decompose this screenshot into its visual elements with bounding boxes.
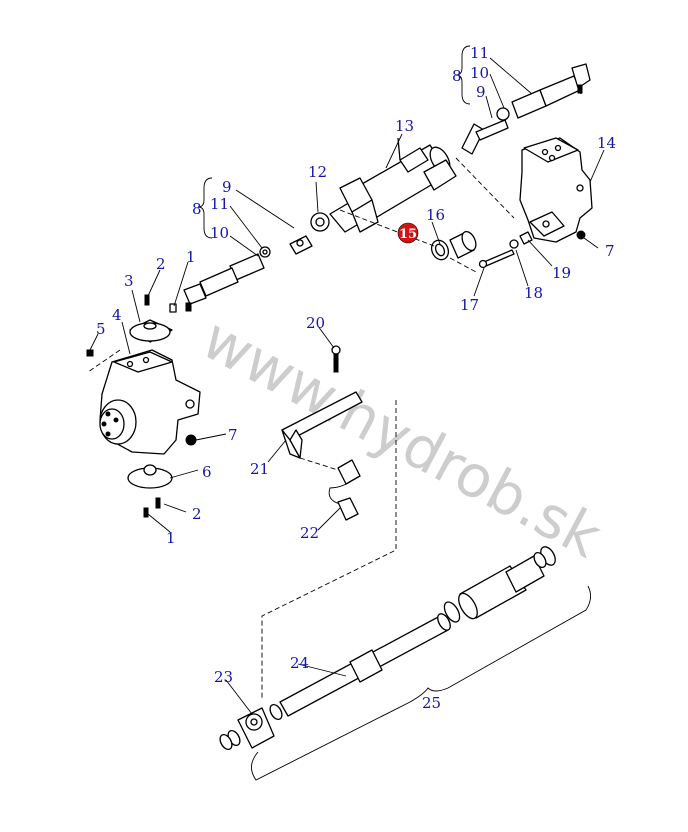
tie-rod-left [183, 235, 313, 312]
callout-15: 15 [399, 227, 417, 242]
callout-14: 14 [597, 134, 616, 152]
callout-19: 19 [552, 264, 571, 282]
bracket-sensor [281, 345, 363, 521]
callout-21: 21 [250, 460, 269, 478]
leader-lines [89, 57, 605, 715]
tie-rod-upper-right [461, 63, 591, 155]
callout-2-lower: 2 [192, 505, 202, 523]
callout-3: 3 [124, 272, 134, 290]
callout-23: 23 [214, 668, 233, 686]
callout-24: 24 [290, 654, 309, 672]
callout-4: 4 [112, 306, 122, 324]
watermark: www.hydrob.sk [191, 304, 612, 571]
callout-17: 17 [460, 296, 479, 314]
callout-13: 13 [395, 117, 414, 135]
callout-20: 20 [306, 314, 325, 332]
callout-12: 12 [308, 163, 327, 181]
callout-22: 22 [300, 524, 319, 542]
steering-knuckle-left [86, 294, 201, 518]
steering-cylinder [310, 137, 457, 233]
callout-7-left: 7 [228, 426, 238, 444]
callout-1-lower: 1 [166, 529, 176, 547]
steering-knuckle-right [519, 137, 593, 243]
callout-8-upper: 8 [452, 67, 462, 85]
callout-9-left: 9 [222, 178, 232, 196]
callout-16: 16 [426, 206, 445, 224]
bushing-set [430, 230, 533, 269]
callout-10-left: 11 [210, 195, 229, 213]
callout-25: 25 [422, 694, 441, 712]
callout-11-upper: 11 [470, 44, 489, 62]
callout-2-upper: 2 [156, 255, 166, 273]
callout-18: 18 [524, 284, 543, 302]
callout-1-upper: 1 [186, 248, 196, 266]
callout-labels: 11 10 8 9 13 14 12 9 8 11 10 16 7 19 18 … [96, 44, 616, 712]
callout-10-upper: 10 [470, 64, 489, 82]
braces [197, 45, 591, 781]
callout-7-right: 7 [605, 242, 615, 260]
callout-5: 5 [96, 320, 106, 338]
lower-cylinder-assembly [219, 546, 556, 751]
callout-11-left: 10 [210, 224, 229, 242]
assembly-dashed-lines [87, 157, 515, 700]
callout-6: 6 [202, 463, 212, 481]
callout-8-left: 8 [192, 200, 202, 218]
callout-9-upper: 9 [476, 83, 486, 101]
highlighted-part-15[interactable]: 15 [397, 222, 419, 244]
